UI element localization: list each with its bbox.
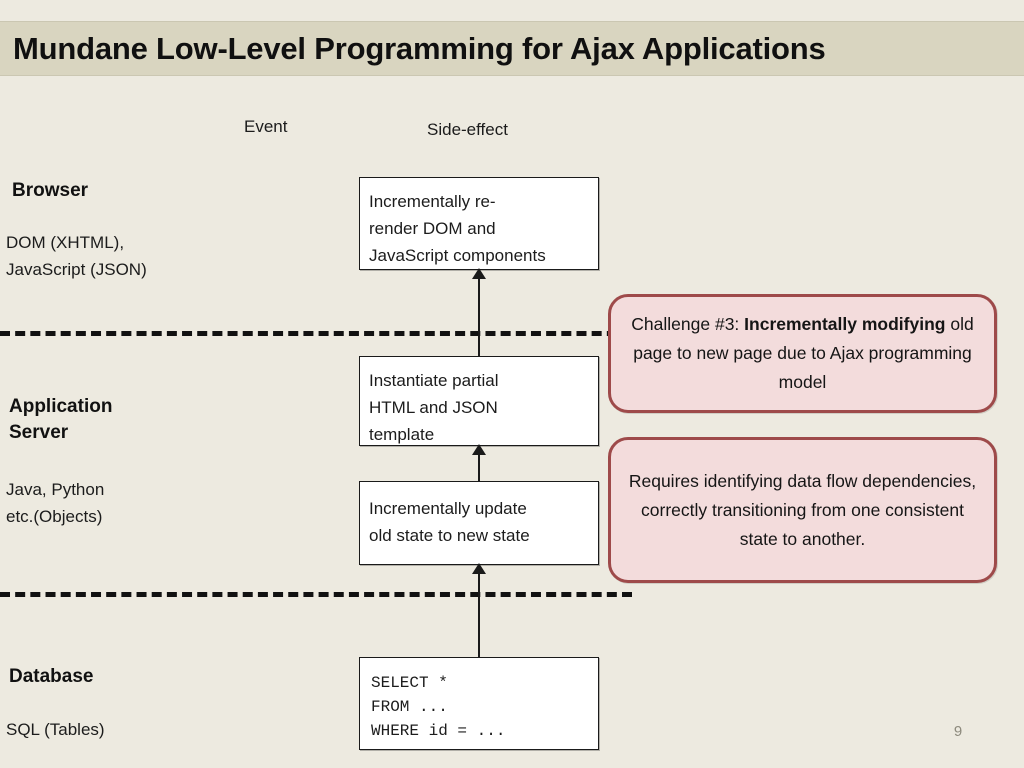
tier-sublabel-browser: DOM (XHTML), JavaScript (JSON) bbox=[6, 233, 147, 279]
flow-box-update-state-text: Incrementally update old state to new st… bbox=[369, 499, 530, 545]
callout-challenge-3-emphasis: Incrementally modifying bbox=[744, 314, 946, 334]
tier-sublabel-application-server: Java, Python etc.(Objects) bbox=[6, 480, 105, 526]
callout-challenge-3-text: Challenge #3: Incrementally modifying ol… bbox=[611, 310, 994, 397]
tier-label-application-server: Application Server bbox=[9, 396, 113, 443]
arrow-head-up-icon bbox=[472, 444, 486, 455]
arrow-head-up-icon bbox=[472, 268, 486, 279]
tier-label-browser: Browser bbox=[12, 180, 89, 201]
arrow-line-state-to-template bbox=[478, 446, 480, 481]
tier-divider-browser-app bbox=[0, 331, 632, 336]
callout-challenge-3: Challenge #3: Incrementally modifying ol… bbox=[608, 294, 997, 413]
callout-challenge-3-prefix: Challenge #3: bbox=[631, 314, 745, 334]
callout-requires-data-flow: Requires identifying data flow dependenc… bbox=[608, 437, 997, 583]
arrow-line-template-to-render bbox=[478, 270, 480, 356]
tier-sublabel-database: SQL (Tables) bbox=[6, 720, 105, 739]
callout-challenge-3-suffix: old page to new page due to Ajax program… bbox=[633, 314, 974, 392]
flow-box-instantiate-template: Instantiate partial HTML and JSON templa… bbox=[359, 356, 599, 446]
flow-box-sql-query-text: SELECT * FROM ... WHERE id = ... bbox=[371, 674, 506, 740]
callout-requires-data-flow-text: Requires identifying data flow dependenc… bbox=[628, 470, 977, 549]
flow-box-instantiate-template-text: Instantiate partial HTML and JSON templa… bbox=[369, 371, 499, 444]
flow-box-update-state: Incrementally update old state to new st… bbox=[359, 481, 599, 565]
title-band: Mundane Low-Level Programming for Ajax A… bbox=[0, 21, 1024, 76]
arrow-line-sql-to-state bbox=[478, 565, 480, 657]
tier-label-database: Database bbox=[9, 666, 94, 687]
arrow-head-up-icon bbox=[472, 563, 486, 574]
column-header-side-effect: Side-effect bbox=[427, 120, 508, 139]
page-title: Mundane Low-Level Programming for Ajax A… bbox=[13, 30, 826, 66]
tier-divider-app-database bbox=[0, 592, 632, 597]
column-header-event: Event bbox=[244, 117, 288, 136]
flow-box-render-dom-text: Incrementally re- render DOM and JavaScr… bbox=[369, 192, 546, 265]
page-number: 9 bbox=[953, 723, 963, 740]
flow-box-render-dom: Incrementally re- render DOM and JavaScr… bbox=[359, 177, 599, 270]
flow-box-sql-query: SELECT * FROM ... WHERE id = ... bbox=[359, 657, 599, 750]
